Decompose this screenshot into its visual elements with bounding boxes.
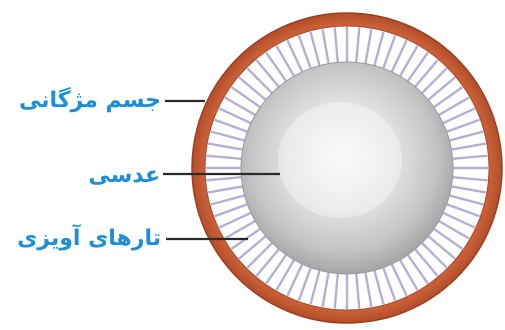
label-ciliary-body: جسم مژگانی — [19, 90, 161, 112]
label-suspensory-ligaments: تارهای آویزی — [17, 228, 161, 250]
lens-highlight — [278, 102, 402, 218]
label-lens: عدسی — [88, 165, 160, 187]
